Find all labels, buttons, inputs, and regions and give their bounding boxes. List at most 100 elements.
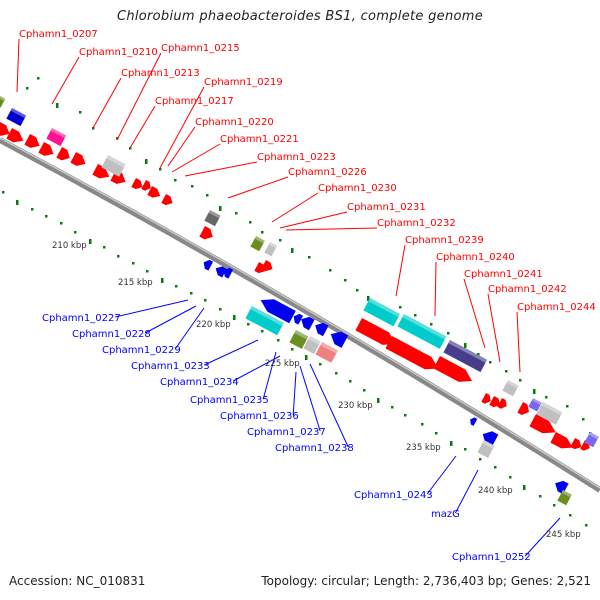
forward-cds-arrow[interactable] xyxy=(92,164,112,182)
forward-cds-arrow[interactable] xyxy=(497,398,509,411)
gene-label-forward[interactable]: Cphamn1_0226 xyxy=(288,167,367,178)
forward-cds-arrow[interactable] xyxy=(489,396,503,410)
gene-label-forward[interactable]: Cphamn1_0231 xyxy=(347,202,426,213)
gene-label-forward[interactable]: Cphamn1_0213 xyxy=(121,68,200,79)
cog-feature-box[interactable] xyxy=(584,432,599,448)
forward-cds-arrow[interactable] xyxy=(6,128,26,146)
reverse-cds-arrow[interactable] xyxy=(213,264,227,278)
gene-label-forward[interactable]: Cphamn1_0230 xyxy=(318,183,397,194)
forward-cds-arrow[interactable] xyxy=(131,178,145,192)
forward-cds-arrow-body xyxy=(70,152,86,166)
gene-label-forward[interactable]: Cphamn1_0241 xyxy=(464,269,543,280)
reverse-cds-arrow[interactable] xyxy=(291,312,304,325)
tick-mark xyxy=(430,323,433,326)
forward-cds-arrow[interactable] xyxy=(385,336,441,375)
cog-feature-box[interactable] xyxy=(101,155,126,177)
gene-label-forward[interactable]: Cphamn1_0244 xyxy=(517,302,596,313)
cog-feature-box[interactable] xyxy=(502,380,519,397)
reverse-cds-arrow[interactable] xyxy=(201,258,214,271)
cog-feature-box[interactable] xyxy=(204,210,221,227)
tick-mark xyxy=(519,379,522,382)
gene-label-reverse[interactable]: Cphamn1_0235 xyxy=(190,395,269,406)
forward-cds-arrow[interactable] xyxy=(529,414,559,439)
reverse-cds-arrow[interactable] xyxy=(327,328,349,348)
gene-label-forward[interactable]: Cphamn1_0215 xyxy=(161,43,240,54)
forward-cds-arrow[interactable] xyxy=(433,356,475,387)
tick-mark xyxy=(585,524,588,527)
cog-feature-box[interactable] xyxy=(303,336,321,354)
gene-label-forward[interactable]: Cphamn1_0232 xyxy=(377,218,456,229)
forward-cds-arrow[interactable] xyxy=(70,152,88,169)
gene-label-reverse[interactable]: Cphamn1_0233 xyxy=(131,361,210,372)
cog-feature-box[interactable] xyxy=(477,440,495,458)
cog-feature-box[interactable] xyxy=(443,340,488,373)
gene-label-forward[interactable]: Cphamn1_0221 xyxy=(220,134,299,145)
gene-label-forward[interactable]: Cphamn1_0242 xyxy=(488,284,567,295)
cog-feature-box[interactable] xyxy=(6,108,27,127)
gene-label-reverse[interactable]: Cphamn1_0236 xyxy=(220,411,299,422)
cog-feature-box[interactable] xyxy=(250,236,265,252)
tick-mark xyxy=(89,239,92,244)
forward-cds-arrow[interactable] xyxy=(38,142,56,159)
cog-feature-box[interactable] xyxy=(397,314,447,349)
cog-feature-box[interactable] xyxy=(315,342,338,363)
gene-label-forward[interactable]: Cphamn1_0207 xyxy=(19,29,98,40)
leader-line xyxy=(279,211,348,229)
reverse-cds-arrow[interactable] xyxy=(221,266,234,279)
forward-cds-arrow[interactable] xyxy=(481,393,493,406)
forward-cds-arrow[interactable] xyxy=(254,262,268,276)
gene-label-forward[interactable]: Cphamn1_0240 xyxy=(436,252,515,263)
cog-feature-box[interactable] xyxy=(363,298,401,327)
gene-label-forward[interactable]: Cphamn1_0219 xyxy=(204,77,283,88)
gene-label-forward[interactable]: Cphamn1_0239 xyxy=(405,235,484,246)
cog-feature-box[interactable] xyxy=(264,242,278,257)
forward-cds-arrow[interactable] xyxy=(570,438,584,452)
cog-feature-box[interactable] xyxy=(289,330,309,349)
forward-cds-arrow[interactable] xyxy=(550,432,575,453)
forward-cds-arrow[interactable] xyxy=(0,122,12,139)
reverse-cds-arrow-body xyxy=(315,322,329,337)
gene-label-reverse[interactable]: Cphamn1_0243 xyxy=(354,490,433,501)
cog-feature-box[interactable] xyxy=(245,306,284,336)
cog-feature-box-body xyxy=(250,236,265,252)
cog-feature-box-highlight xyxy=(448,340,488,363)
cog-feature-box[interactable] xyxy=(528,398,542,412)
gene-label-forward[interactable]: Cphamn1_0217 xyxy=(155,96,234,107)
reverse-cds-arrow-body xyxy=(470,417,478,426)
cog-feature-box[interactable] xyxy=(46,127,67,147)
gene-label-forward[interactable]: Cphamn1_0210 xyxy=(79,47,158,58)
forward-cds-arrow[interactable] xyxy=(199,226,215,242)
forward-cds-arrow-body xyxy=(570,438,582,450)
leader-line xyxy=(51,56,80,105)
reverse-cds-arrow[interactable] xyxy=(552,478,569,495)
reverse-cds-arrow[interactable] xyxy=(257,294,296,324)
forward-cds-arrow[interactable] xyxy=(56,147,72,163)
leader-line xyxy=(167,126,196,167)
forward-cds-arrow[interactable] xyxy=(147,186,162,200)
gene-label-forward[interactable]: Cphamn1_0223 xyxy=(257,152,336,163)
forward-cds-arrow[interactable] xyxy=(355,318,399,350)
forward-cds-arrow[interactable] xyxy=(141,180,153,193)
gene-label-reverse[interactable]: Cphamn1_0227 xyxy=(42,313,121,324)
reverse-cds-arrow[interactable] xyxy=(468,416,478,426)
gene-label-reverse[interactable]: Cphamn1_0229 xyxy=(102,345,181,356)
forward-cds-arrow-body xyxy=(497,398,507,409)
gene-label-reverse[interactable]: Cphamn1_0252 xyxy=(452,552,531,563)
forward-cds-arrow[interactable] xyxy=(161,194,175,208)
tick-mark xyxy=(161,278,164,283)
gene-label-reverse[interactable]: Cphamn1_0238 xyxy=(275,443,354,454)
gene-label-reverse[interactable]: Cphamn1_0237 xyxy=(247,427,326,438)
cog-feature-box[interactable] xyxy=(557,490,572,506)
forward-cds-arrow[interactable] xyxy=(517,402,531,417)
forward-cds-arrow[interactable] xyxy=(261,260,275,274)
reverse-cds-arrow[interactable] xyxy=(312,320,329,337)
cog-feature-box[interactable] xyxy=(536,402,563,425)
gene-label-reverse[interactable]: Cphamn1_0228 xyxy=(72,329,151,340)
tick-mark xyxy=(450,441,453,446)
forward-cds-arrow[interactable] xyxy=(24,134,42,151)
gene-label-reverse[interactable]: mazG xyxy=(431,509,460,520)
cog-feature-box[interactable] xyxy=(0,96,6,108)
reverse-cds-arrow[interactable] xyxy=(298,314,315,331)
gene-label-forward[interactable]: Cphamn1_0220 xyxy=(195,117,274,128)
gene-label-reverse[interactable]: Cphamn1_0234 xyxy=(160,377,239,388)
